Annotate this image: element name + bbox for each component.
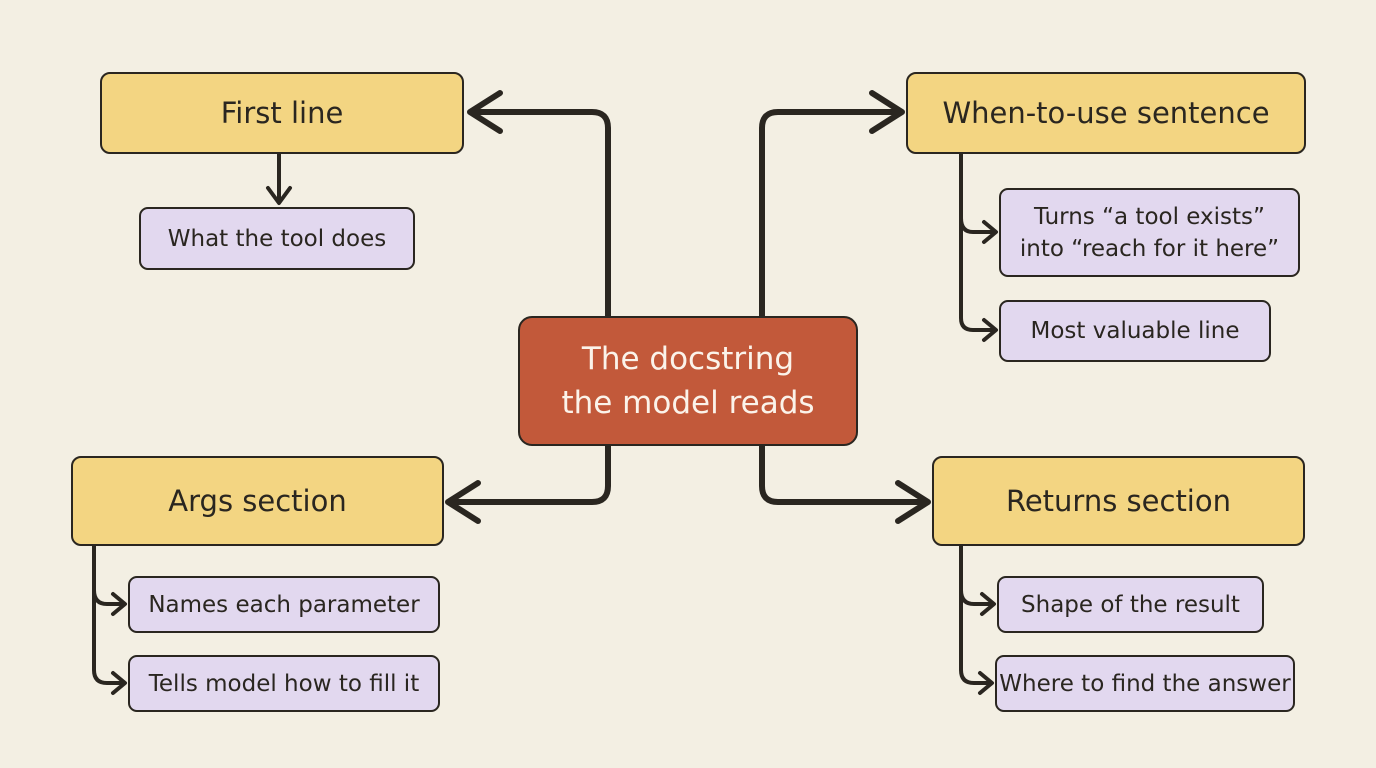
arrowhead-when-to-use-child-1 (982, 220, 998, 244)
args-child-names-each-parameter: Names each parameter (128, 576, 440, 633)
connector-center-to-when-to-use (759, 109, 901, 319)
returns-section-title: Returns section (1005, 484, 1231, 518)
first-line-child-what-the-tool-does: What the tool does (139, 207, 415, 270)
args-section-title: Args section (168, 484, 347, 518)
first-line-title: First line (220, 96, 344, 130)
connector-center-to-returns (759, 443, 927, 505)
connector-when-to-use-children (959, 152, 995, 332)
arrowhead-returns-child-2 (978, 671, 994, 695)
center-node-line-1: The docstring (581, 341, 795, 377)
when-to-use-child-1-line-1: Turns “a tool exists” (1034, 203, 1265, 230)
arrowhead-returns-child-1 (980, 592, 996, 616)
when-to-use-title: When-to-use sentence (942, 96, 1270, 130)
returns-section-node: Returns section (932, 456, 1305, 546)
connector-returns-children (959, 544, 993, 685)
connector-center-to-args (449, 443, 611, 505)
args-child-tells-model-how-to-fill-it: Tells model how to fill it (128, 655, 440, 712)
first-line-child-label: What the tool does (167, 225, 387, 252)
arrowhead-args-child-1 (111, 592, 127, 616)
first-line-node: First line (100, 72, 464, 154)
when-to-use-child-most-valuable-line: Most valuable line (999, 300, 1271, 362)
args-child-1-label: Names each parameter (148, 591, 420, 618)
arrowhead-when-to-use (869, 90, 905, 134)
returns-child-2-label: Where to find the answer (999, 670, 1291, 697)
returns-child-shape-of-the-result: Shape of the result (997, 576, 1264, 633)
when-to-use-child-turns-tool-exists: Turns “a tool exists” into “reach for it… (999, 188, 1300, 277)
args-child-2-label: Tells model how to fill it (148, 670, 420, 697)
arrowhead-args (445, 480, 481, 524)
center-node-line-2: the model reads (561, 385, 815, 421)
returns-child-where-to-find-the-answer: Where to find the answer (995, 655, 1295, 712)
arrowhead-when-to-use-child-2 (982, 318, 998, 342)
arrowhead-first-line-child (266, 186, 292, 205)
arrowhead-args-child-2 (111, 671, 127, 695)
when-to-use-child-2-label: Most valuable line (1030, 318, 1240, 344)
arrowhead-returns (895, 480, 931, 524)
when-to-use-node: When-to-use sentence (906, 72, 1306, 154)
connector-center-to-first-line (471, 109, 611, 319)
when-to-use-child-1-line-2: into “reach for it here” (1019, 235, 1280, 262)
center-node: The docstring the model reads (518, 316, 858, 446)
arrowhead-first-line (467, 90, 503, 134)
returns-child-1-label: Shape of the result (1021, 591, 1240, 618)
connector-args-children (92, 544, 124, 685)
args-section-node: Args section (71, 456, 444, 546)
